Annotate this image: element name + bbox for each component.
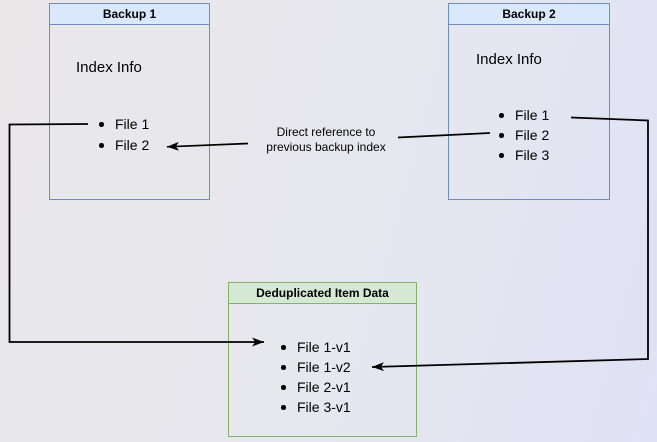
backup1-body: Index Info File 1 File 2: [50, 25, 209, 199]
list-item: File 3-v1: [281, 397, 351, 417]
backup2-index-label: Index Info: [476, 51, 542, 68]
backup1-file-list: File 1 File 2: [99, 114, 149, 156]
list-item: File 1-v2: [281, 357, 351, 377]
deduplicated-item-data-box: Deduplicated Item Data File 1-v1 File 1-…: [228, 282, 417, 437]
deduplicated-item-data-title: Deduplicated Item Data: [229, 283, 416, 304]
backup1-title: Backup 1: [50, 4, 209, 25]
dedup-file-list: File 1-v1 File 1-v2 File 2-v1 File 3-v1: [281, 337, 351, 417]
list-item: File 2: [499, 125, 549, 145]
deduplicated-item-data-body: File 1-v1 File 1-v2 File 2-v1 File 3-v1: [229, 304, 416, 436]
list-item: File 1: [499, 105, 549, 125]
backup2-box: Backup 2 Index Info File 1 File 2 File 3: [448, 3, 610, 200]
backup2-file-list: File 1 File 2 File 3: [499, 105, 549, 165]
backup2-body: Index Info File 1 File 2 File 3: [449, 25, 609, 199]
backup1-box: Backup 1 Index Info File 1 File 2: [49, 3, 210, 200]
list-item: File 1-v1: [281, 337, 351, 357]
edge-label-direct-reference: Direct reference to previous backup inde…: [240, 125, 412, 155]
list-item: File 1: [99, 114, 149, 135]
list-item: File 2: [99, 135, 149, 156]
backup1-index-label: Index Info: [76, 59, 142, 76]
edge-label-line2: previous backup index: [266, 140, 386, 154]
list-item: File 3: [499, 145, 549, 165]
list-item: File 2-v1: [281, 377, 351, 397]
backup2-title: Backup 2: [449, 4, 609, 25]
edge-label-line1: Direct reference to: [276, 125, 376, 139]
